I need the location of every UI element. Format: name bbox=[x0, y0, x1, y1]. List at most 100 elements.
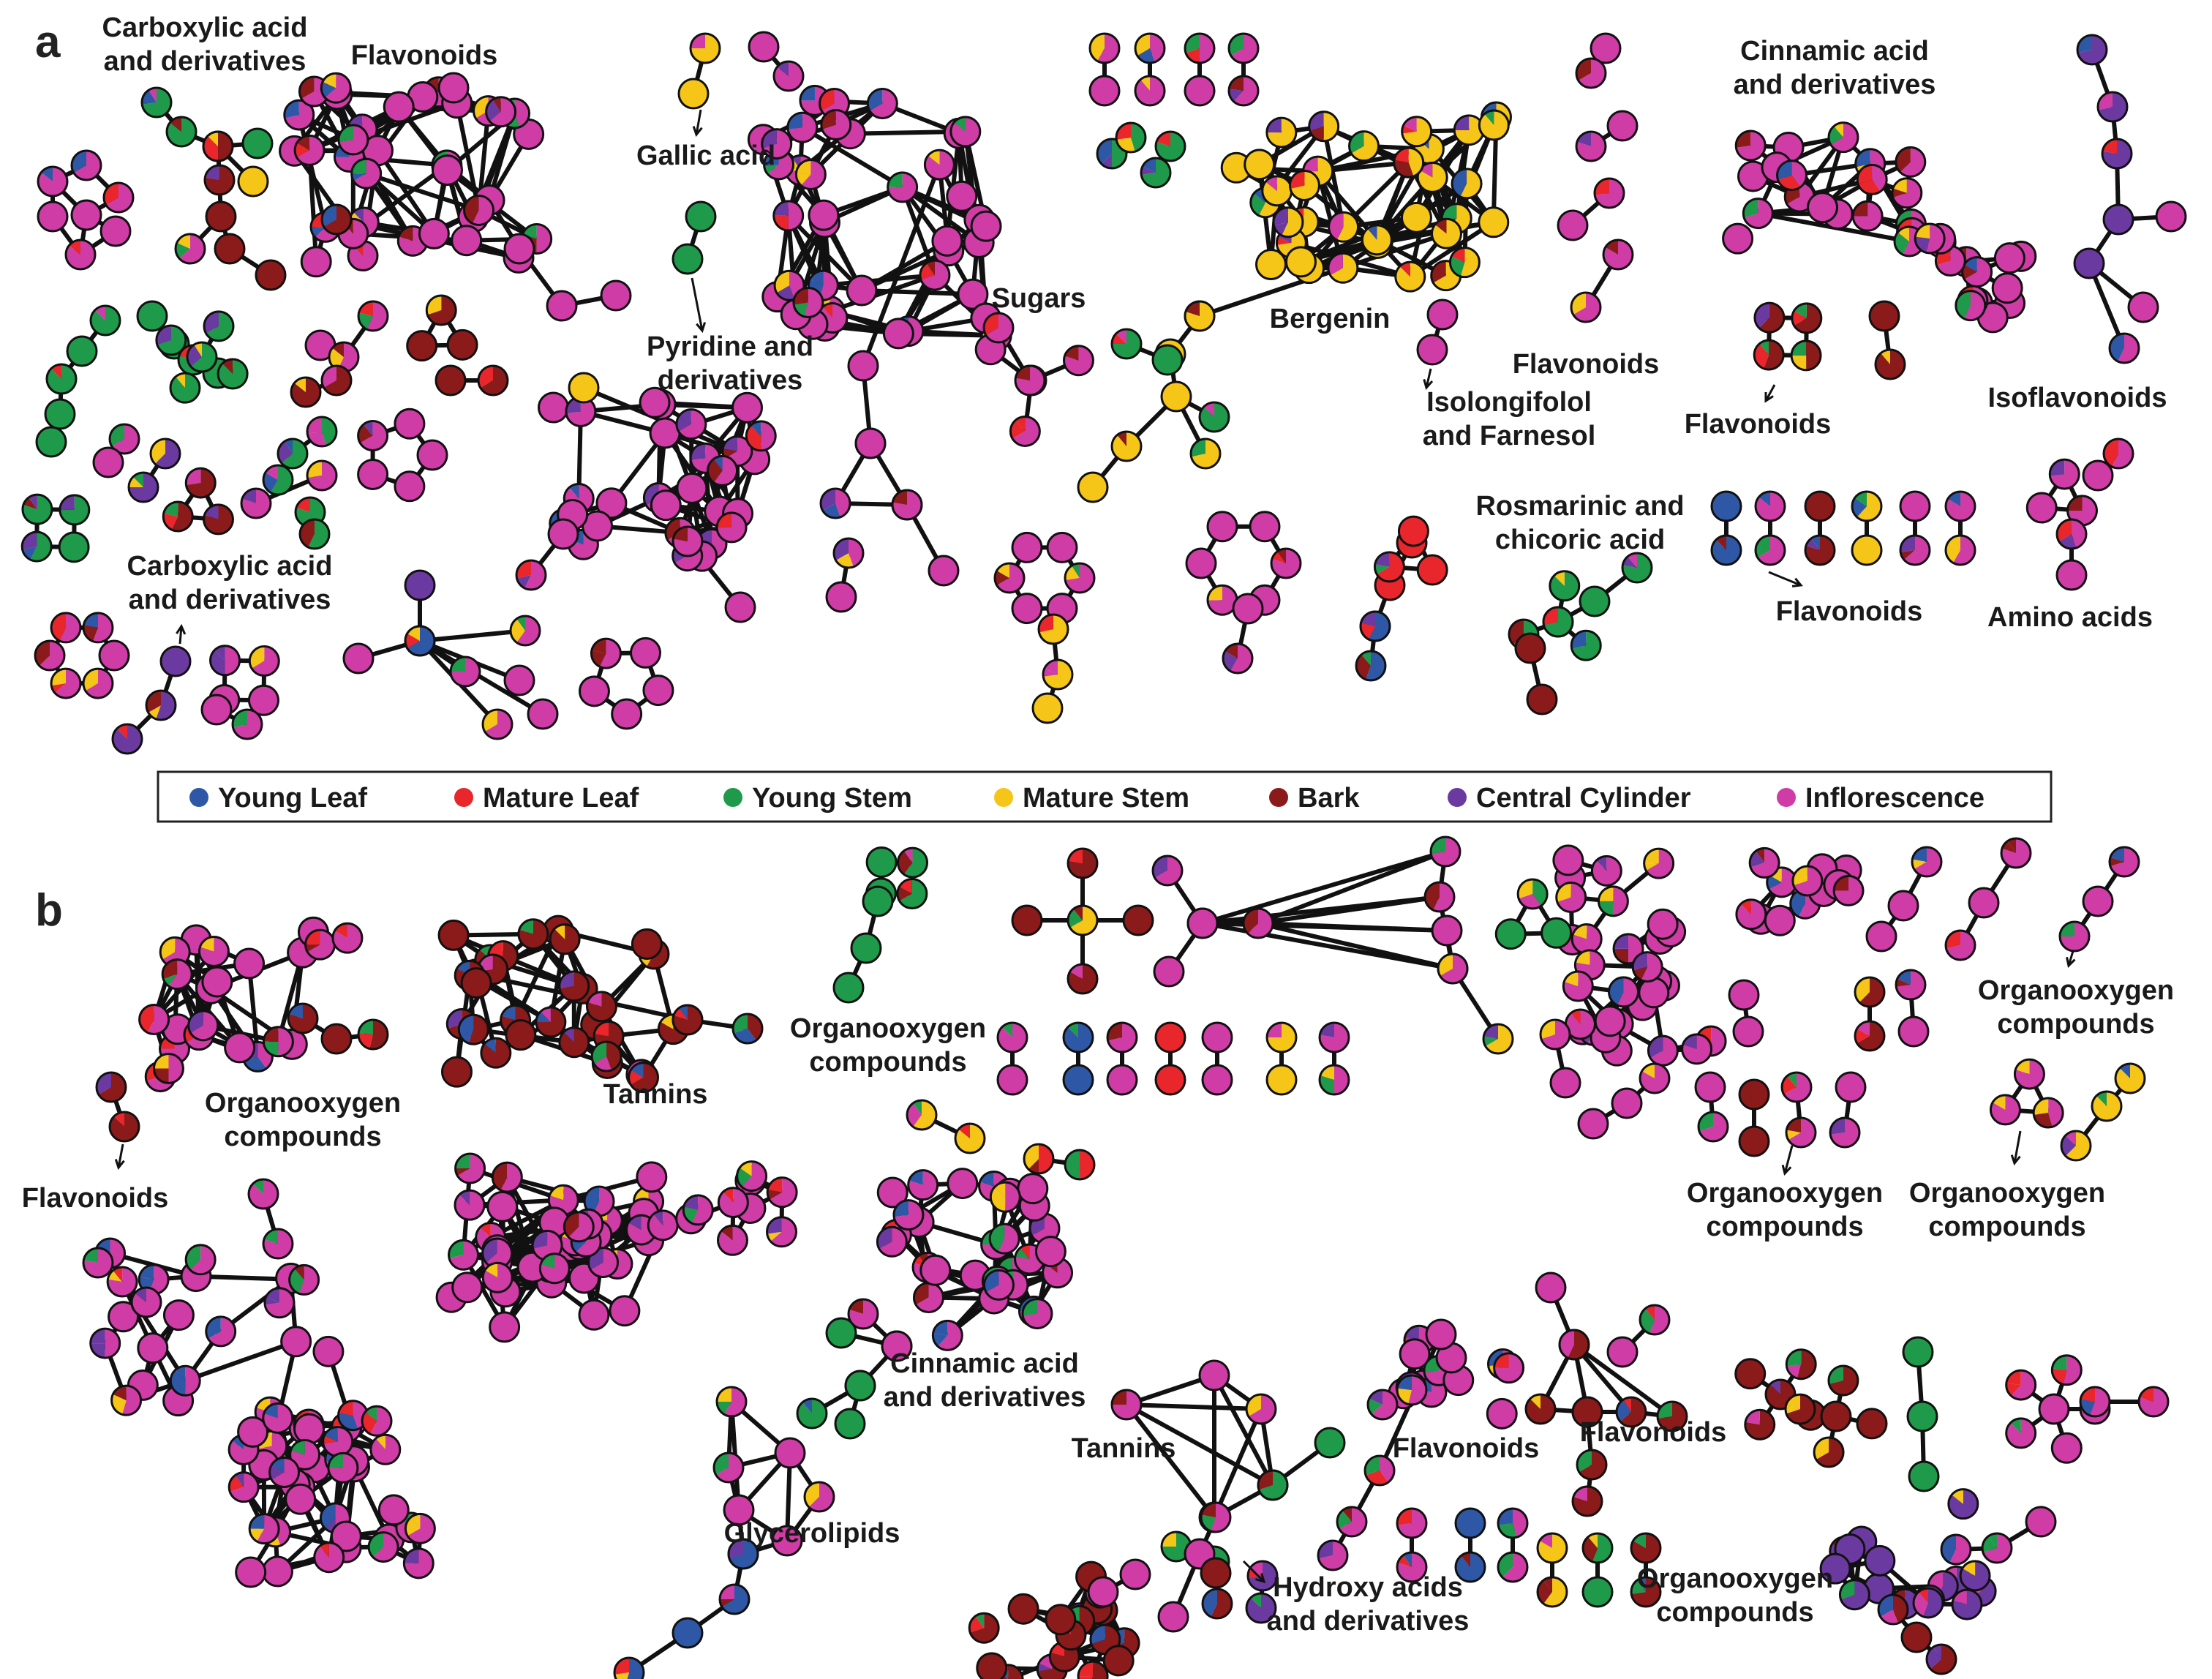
pie-slice bbox=[394, 471, 424, 501]
pie-slice bbox=[296, 135, 325, 165]
network-node-pie bbox=[136, 300, 168, 332]
pie-slice bbox=[451, 225, 481, 255]
pie-slice bbox=[83, 612, 98, 628]
pie-slice bbox=[1393, 148, 1409, 163]
pie-slice bbox=[1078, 1676, 1094, 1679]
pie-outline bbox=[766, 1176, 798, 1209]
pie-slice bbox=[1045, 1604, 1075, 1634]
pie-outline bbox=[1288, 169, 1320, 201]
pie-outline bbox=[449, 656, 481, 688]
cluster-label: Isoflavonoids bbox=[1988, 383, 2167, 413]
pie-slice bbox=[481, 1038, 511, 1068]
pie-slice bbox=[358, 1020, 373, 1034]
pie-slice bbox=[249, 686, 279, 715]
network-node-pie bbox=[1791, 865, 1824, 897]
pie-slice bbox=[2039, 1394, 2069, 1424]
network-node-pie bbox=[1096, 138, 1128, 170]
pie-slice bbox=[1112, 432, 1142, 461]
pie-slice bbox=[1865, 1546, 1895, 1576]
network-node-pie bbox=[1780, 1071, 1813, 1103]
pie-slice bbox=[1078, 473, 1107, 502]
network-node-pie bbox=[715, 511, 748, 544]
network-node-pie bbox=[290, 376, 322, 408]
pie-outline bbox=[1897, 1015, 1930, 1048]
pie-outline bbox=[773, 269, 805, 301]
pie-outline bbox=[727, 1538, 759, 1570]
network-node-pie bbox=[1037, 613, 1069, 645]
network-node-pie bbox=[1647, 908, 1679, 940]
network-node-pie bbox=[1448, 247, 1481, 279]
pie-slice bbox=[457, 1154, 485, 1184]
pie-outline bbox=[2155, 200, 2187, 233]
pie-outline bbox=[1336, 1506, 1368, 1538]
pie-outline bbox=[70, 199, 102, 231]
network-node-pie bbox=[647, 1209, 679, 1242]
label-arrowhead bbox=[692, 126, 703, 138]
pie-outline bbox=[2096, 91, 2129, 123]
pie-slice bbox=[899, 879, 927, 909]
pie-slice bbox=[1518, 879, 1533, 899]
legend-item: Mature Leaf bbox=[454, 783, 639, 814]
pie-outline bbox=[2114, 1062, 2146, 1094]
pie-slice bbox=[235, 1472, 244, 1487]
pie-outline bbox=[298, 518, 331, 550]
pie-outline bbox=[1373, 551, 1405, 583]
legend-label: Central Cylinder bbox=[1476, 783, 1691, 814]
pie-outline bbox=[247, 684, 279, 716]
cluster-label-line: Amino acids bbox=[1987, 602, 2153, 633]
network-node-pie bbox=[92, 446, 124, 478]
network-node-pie bbox=[2101, 138, 2133, 170]
pie-outline bbox=[1753, 339, 1785, 371]
network-node-pie bbox=[1327, 252, 1359, 284]
network-node-pie bbox=[724, 591, 756, 623]
pie-outline bbox=[538, 1252, 571, 1285]
pie-slice bbox=[1432, 916, 1462, 945]
pie-outline bbox=[140, 86, 173, 119]
network-node-pie bbox=[200, 694, 233, 726]
pie-outline bbox=[162, 1299, 195, 1331]
network-node-pie bbox=[1611, 1087, 1643, 1119]
network-node-pie bbox=[98, 639, 130, 672]
network-node-pie bbox=[1575, 130, 1607, 162]
network-node-pie bbox=[342, 642, 375, 675]
pie-outline bbox=[247, 1178, 279, 1210]
network-node-pie bbox=[2137, 1386, 2170, 1418]
pie-slice bbox=[37, 167, 67, 196]
legend-label: Bark bbox=[1298, 783, 1360, 814]
network-node-pie bbox=[1835, 1071, 1867, 1103]
pie-slice bbox=[1039, 615, 1068, 644]
network-node-pie bbox=[1206, 511, 1238, 543]
pie-slice bbox=[563, 1027, 574, 1043]
network-node-pie bbox=[1897, 1015, 1930, 1048]
label-arrowhead bbox=[1423, 379, 1434, 391]
network-node-pie bbox=[1912, 1587, 1944, 1619]
pie-outline bbox=[2048, 458, 2080, 490]
pie-outline bbox=[923, 149, 955, 181]
pie-slice bbox=[236, 1558, 266, 1588]
pie-outline bbox=[611, 698, 643, 730]
network-node-pie bbox=[1820, 1400, 1852, 1432]
network-node-pie bbox=[1493, 1352, 1525, 1384]
cluster-label-line: Carboxylic acid bbox=[102, 12, 308, 43]
network-node-pie bbox=[34, 639, 66, 672]
pie-outline bbox=[1037, 613, 1069, 645]
pie-slice bbox=[59, 532, 89, 562]
network-node-pie bbox=[772, 200, 805, 232]
pie-slice bbox=[1830, 1118, 1859, 1147]
pie-slice bbox=[94, 448, 123, 477]
pie-slice bbox=[907, 1103, 922, 1127]
pie-slice bbox=[1570, 1009, 1581, 1024]
pie-slice bbox=[541, 1253, 555, 1269]
network-node-pie bbox=[58, 531, 90, 563]
network-node-pie bbox=[1868, 300, 1900, 332]
network-node-pie bbox=[1265, 116, 1298, 149]
network-node-pie bbox=[1735, 898, 1767, 931]
network-node-pie bbox=[1494, 918, 1527, 950]
pie-slice bbox=[1023, 1299, 1052, 1329]
pie-outline bbox=[1185, 547, 1217, 579]
pie-outline bbox=[300, 246, 332, 278]
network-node-pie bbox=[2048, 458, 2080, 490]
network-node-pie bbox=[715, 1386, 748, 1418]
